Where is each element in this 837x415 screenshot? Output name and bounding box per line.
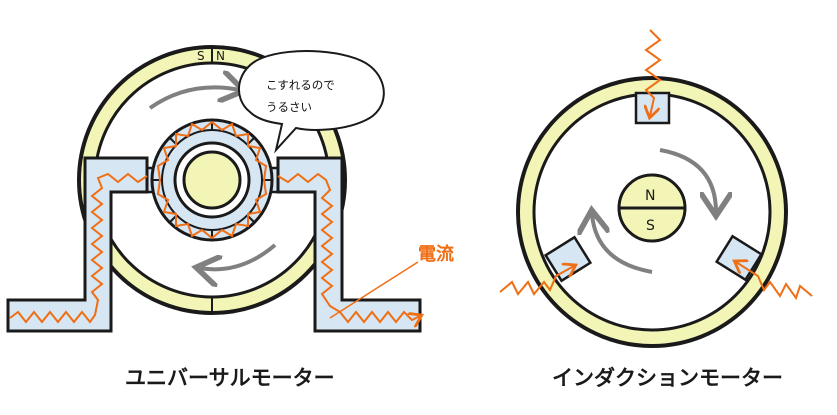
magnet-s-label: S [197,49,205,63]
bubble-text-line1: こすれるので [266,78,335,92]
rotor-s-label: S [646,218,655,234]
rotation-arrow-bottom [200,243,277,269]
bubble-text-line2: うるさい [266,100,312,114]
universal-motor: S N [6,45,420,333]
rotor-current [156,120,268,240]
induction-motor: N S [499,29,813,348]
coil-left [6,156,149,333]
coil-right-bottom [714,234,764,282]
rotation-arrow-left [592,214,653,274]
rotation-arrow-top [148,87,240,110]
induction-motor-caption: インダクションモーター [552,366,783,390]
universal-motor-caption: ユニバーサルモーター [125,366,335,390]
current-top [646,29,662,116]
rotation-arrow-right [659,148,716,212]
coil-current-left [9,172,148,324]
speech-bubble [238,50,385,154]
rotor-n-label: N [645,188,655,204]
current-left-bottom [499,266,574,296]
current-right-bottom [736,262,813,301]
rotor-shaft [182,150,242,210]
coil-current-right [277,172,420,322]
magnet-n-label: N [216,49,225,63]
current-label: 電流 [418,244,454,265]
